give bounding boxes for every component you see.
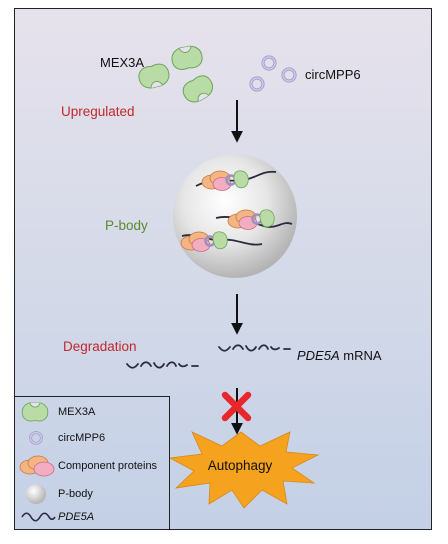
- label-upregulated: Upregulated: [61, 104, 135, 119]
- legend-label-mex3a: MEX3A: [58, 406, 96, 418]
- legend-rna-squiggle-icon: [21, 512, 56, 522]
- legend-p-body-icon: [26, 484, 46, 504]
- mex3a-protein-3: [179, 71, 218, 107]
- mrna-suffix: mRNA: [343, 348, 382, 363]
- autophagy-starburst: [168, 431, 320, 509]
- degraded-mrna-fragments: [126, 344, 291, 369]
- legend-label-circmpp6: circMPP6: [58, 432, 106, 444]
- circmpp6-ring-2: [249, 76, 265, 92]
- label-mex3a: MEX3A: [100, 55, 145, 70]
- mex3a-protein-1: [169, 43, 205, 72]
- label-degradation: Degradation: [63, 339, 137, 354]
- circmpp6-ring-1: [261, 55, 277, 71]
- inhibition-x-icon: [221, 391, 252, 422]
- label-autophagy: Autophagy: [207, 458, 273, 473]
- pde5a-gene-name: PDE5A: [297, 348, 340, 363]
- legend-label-p-body: P-body: [58, 488, 93, 500]
- label-circmpp6: circMPP6: [305, 67, 361, 82]
- legend-label-component-proteins: Component proteins: [58, 460, 158, 472]
- label-p-body: P-body: [105, 218, 148, 233]
- label-pde5a-mrna: PDE5A mRNA: [297, 349, 382, 362]
- circmpp6-ring-3: [281, 67, 297, 83]
- legend-box: [14, 396, 170, 530]
- legend-label-pde5a: PDE5A: [58, 511, 95, 523]
- legend-component-proteins-icon: [19, 455, 55, 477]
